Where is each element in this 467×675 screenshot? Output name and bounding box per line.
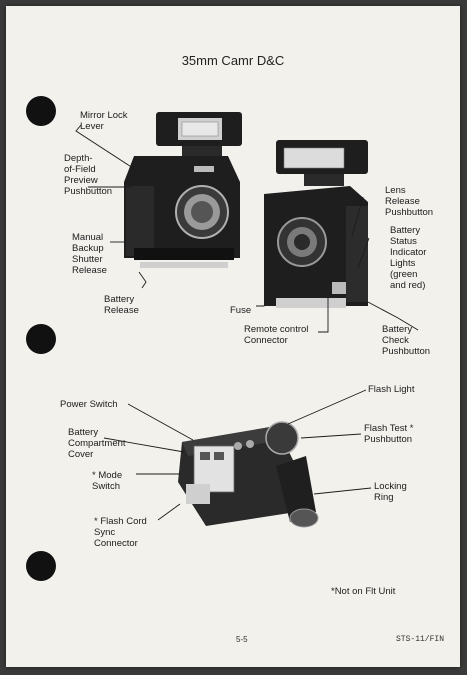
page-number: 5-5 [236, 635, 248, 644]
flash-test-pushbutton-label: Flash Test *Pushbutton [364, 423, 414, 445]
flash-light-label: Flash Light [368, 384, 415, 395]
footnote: *Not on Flt Unit [331, 586, 396, 597]
flash-leader-lines [103, 389, 372, 521]
binder-hole-top [26, 96, 56, 126]
document-code: STS-11/FIN [396, 635, 445, 644]
page-title: 35mm Camr D&C [181, 53, 285, 68]
camera-leader-lines [75, 124, 419, 333]
binder-hole-middle [26, 324, 56, 354]
fuse-label: Fuse [230, 305, 252, 316]
flash-unit-photo [178, 421, 319, 528]
illustration [75, 112, 419, 528]
binder-hole-bottom [26, 551, 56, 581]
camera-front-photo [124, 112, 242, 268]
power-switch-label: Power Switch [60, 399, 118, 410]
camera-angled-photo [264, 140, 368, 308]
manual-page: 35mm Camr D&C [6, 6, 460, 667]
